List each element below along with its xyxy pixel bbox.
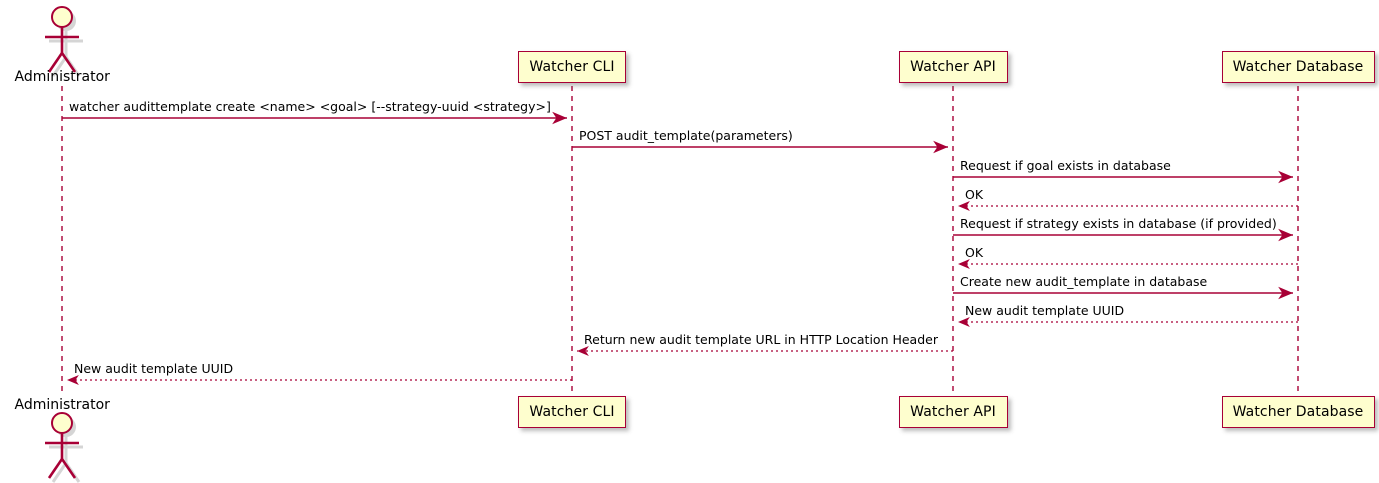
message-label-6: OK xyxy=(965,245,984,260)
message-label-5: Request if strategy exists in database (… xyxy=(960,216,1277,231)
actor-label-administrator-top: Administrator xyxy=(14,69,110,85)
participant-watcher-cli-bottom[interactable]: Watcher CLI xyxy=(518,396,626,428)
actor-figure-bottom xyxy=(45,412,83,483)
actor-figure-top xyxy=(45,6,83,77)
actor-label-administrator-bottom: Administrator xyxy=(14,397,110,413)
lifelines-group xyxy=(61,86,1299,396)
participant-watcher-db-bottom[interactable]: Watcher Database xyxy=(1221,396,1375,428)
message-label-9: Return new audit template URL in HTTP Lo… xyxy=(584,332,938,347)
message-label-3: Request if goal exists in database xyxy=(960,158,1171,173)
message-label-4: OK xyxy=(965,187,984,202)
participant-watcher-cli-top[interactable]: Watcher CLI xyxy=(518,51,626,83)
participant-watcher-db-top[interactable]: Watcher Database xyxy=(1221,51,1375,83)
message-label-8: New audit template UUID xyxy=(965,303,1125,318)
message-label-10: New audit template UUID xyxy=(74,361,234,376)
message-arrows-group xyxy=(62,111,1298,385)
participant-watcher-api-bottom[interactable]: Watcher API xyxy=(898,396,1008,428)
participant-watcher-api-top[interactable]: Watcher API xyxy=(898,51,1008,83)
message-label-7: Create new audit_template in database xyxy=(960,274,1208,289)
message-label-1: watcher audittemplate create <name> <goa… xyxy=(69,99,551,114)
message-label-2: POST audit_template(parameters) xyxy=(579,128,793,143)
